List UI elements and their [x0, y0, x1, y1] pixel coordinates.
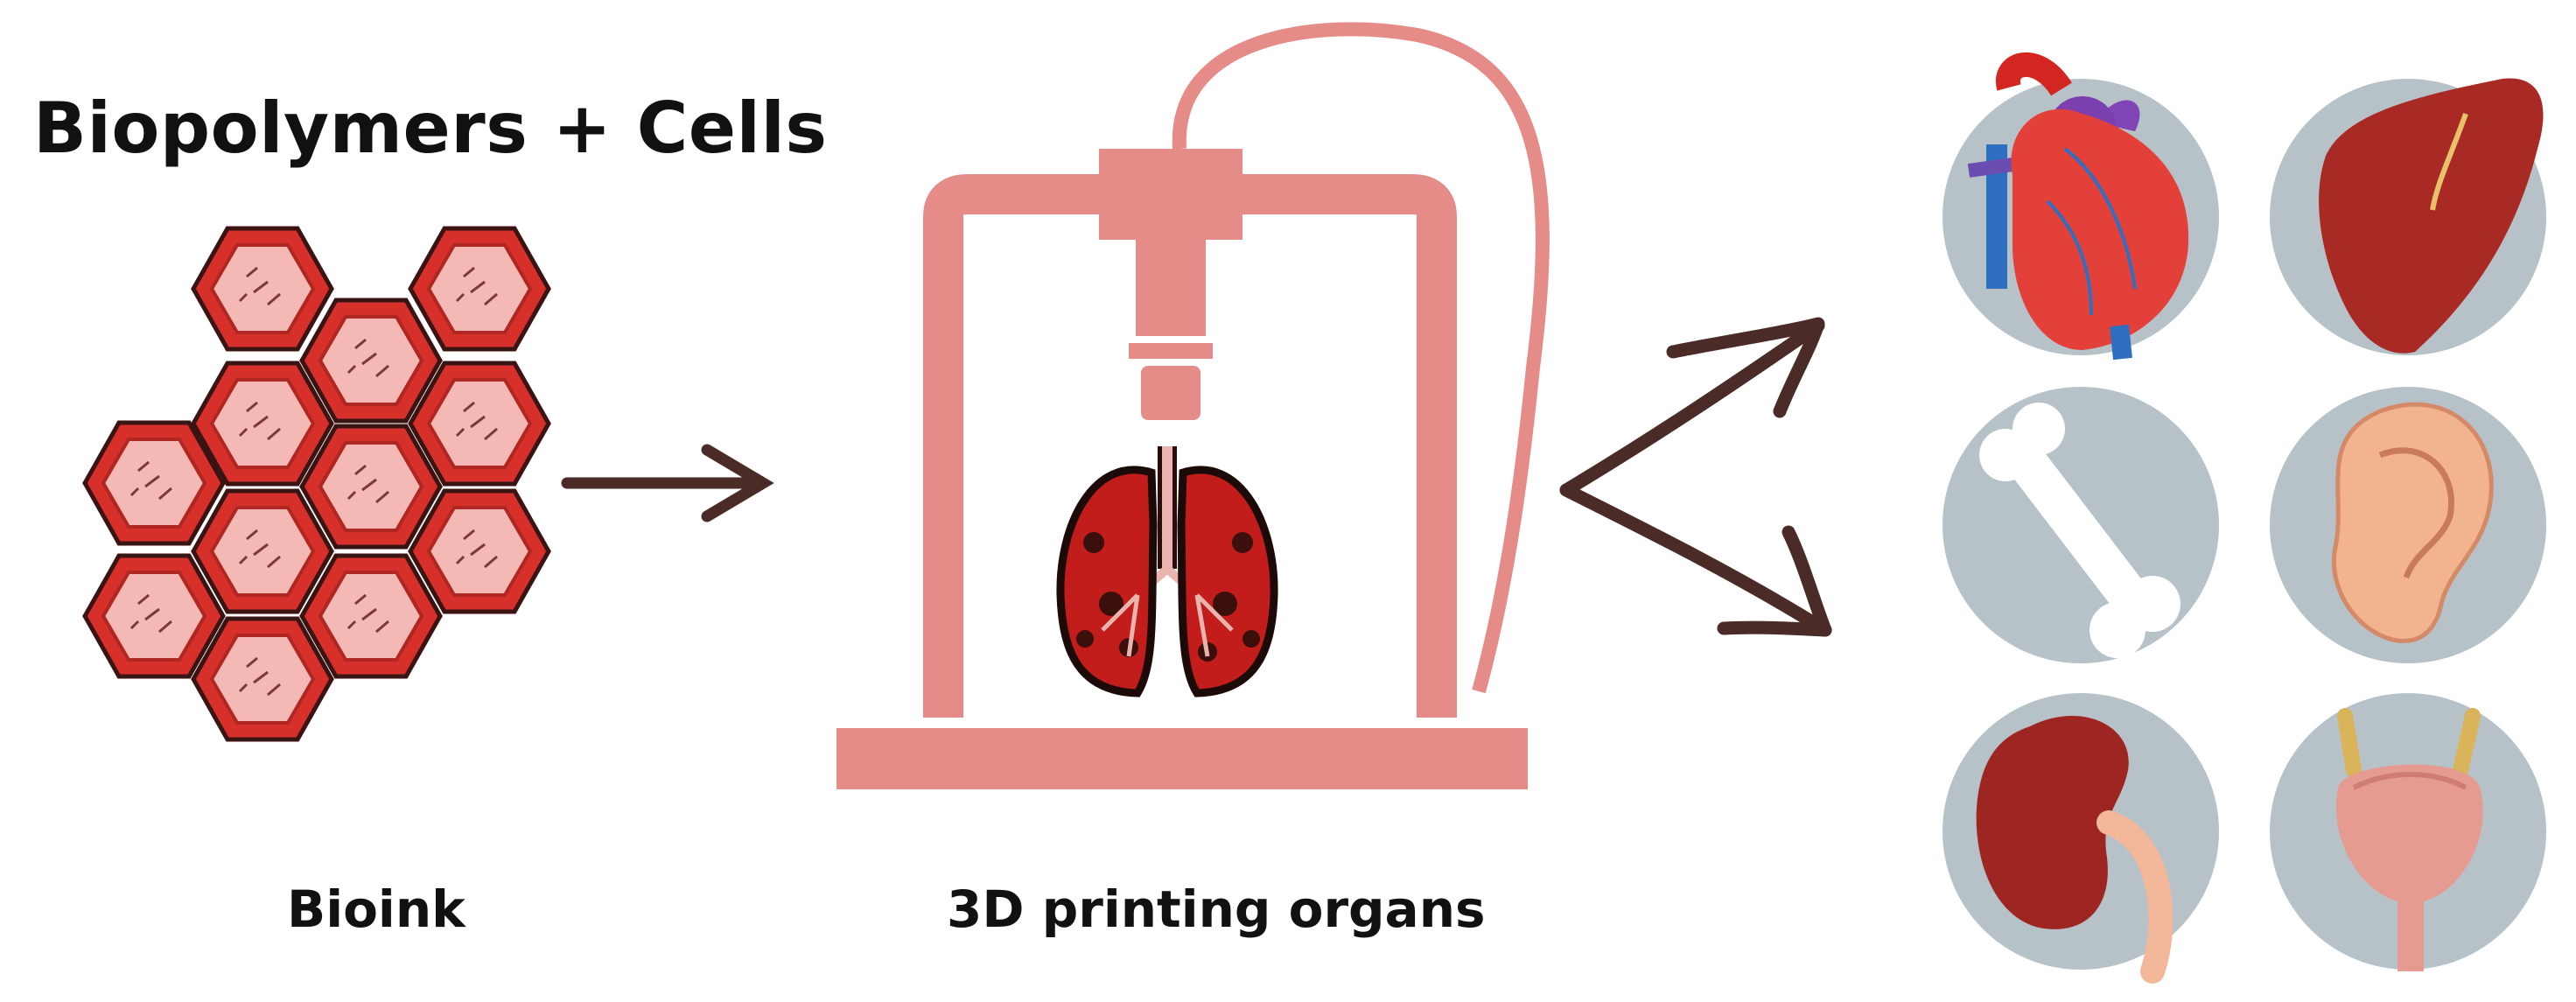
arrow-to-printer [561, 444, 774, 522]
bladder-organ [2270, 693, 2546, 971]
organ-grid [1942, 53, 2546, 984]
printing-label: 3D printing organs [947, 879, 1486, 939]
printer-base [836, 728, 1528, 789]
ear-icon [2331, 402, 2494, 643]
bioprinter [836, 22, 1550, 789]
liver-organ [2270, 78, 2546, 355]
liver-icon [2319, 78, 2544, 354]
cell-hexagon [410, 363, 549, 484]
kidney-icon [1976, 716, 2129, 929]
hexagon-cell-cluster [85, 228, 549, 739]
cell-hexagon [193, 619, 332, 739]
kidney-organ [1942, 693, 2219, 984]
cell-hexagon [85, 556, 223, 676]
cell-hexagon [302, 300, 440, 421]
cell-hexagon [193, 491, 332, 612]
cell-hexagon [193, 228, 332, 349]
printer-head-carriage [1099, 149, 1242, 240]
bone-icon [1979, 403, 2180, 658]
diagram-title: Biopolymers + Cells [33, 88, 828, 169]
bladder-icon [2335, 708, 2483, 971]
fork-arrows [1559, 317, 1832, 637]
cell-hexagon [410, 228, 549, 349]
heart-organ [1942, 53, 2219, 361]
bone-organ [1942, 387, 2219, 663]
heart-icon [1967, 53, 2189, 361]
ear-organ [2270, 387, 2546, 663]
cell-hexagon [302, 426, 440, 547]
lungs-icon [1056, 446, 1278, 697]
printer-nozzle [1136, 240, 1206, 336]
cell-hexagon [302, 556, 440, 676]
bioink-label: Bioink [287, 879, 466, 939]
cell-hexagon [410, 491, 549, 612]
printer-tube [1172, 22, 1550, 694]
